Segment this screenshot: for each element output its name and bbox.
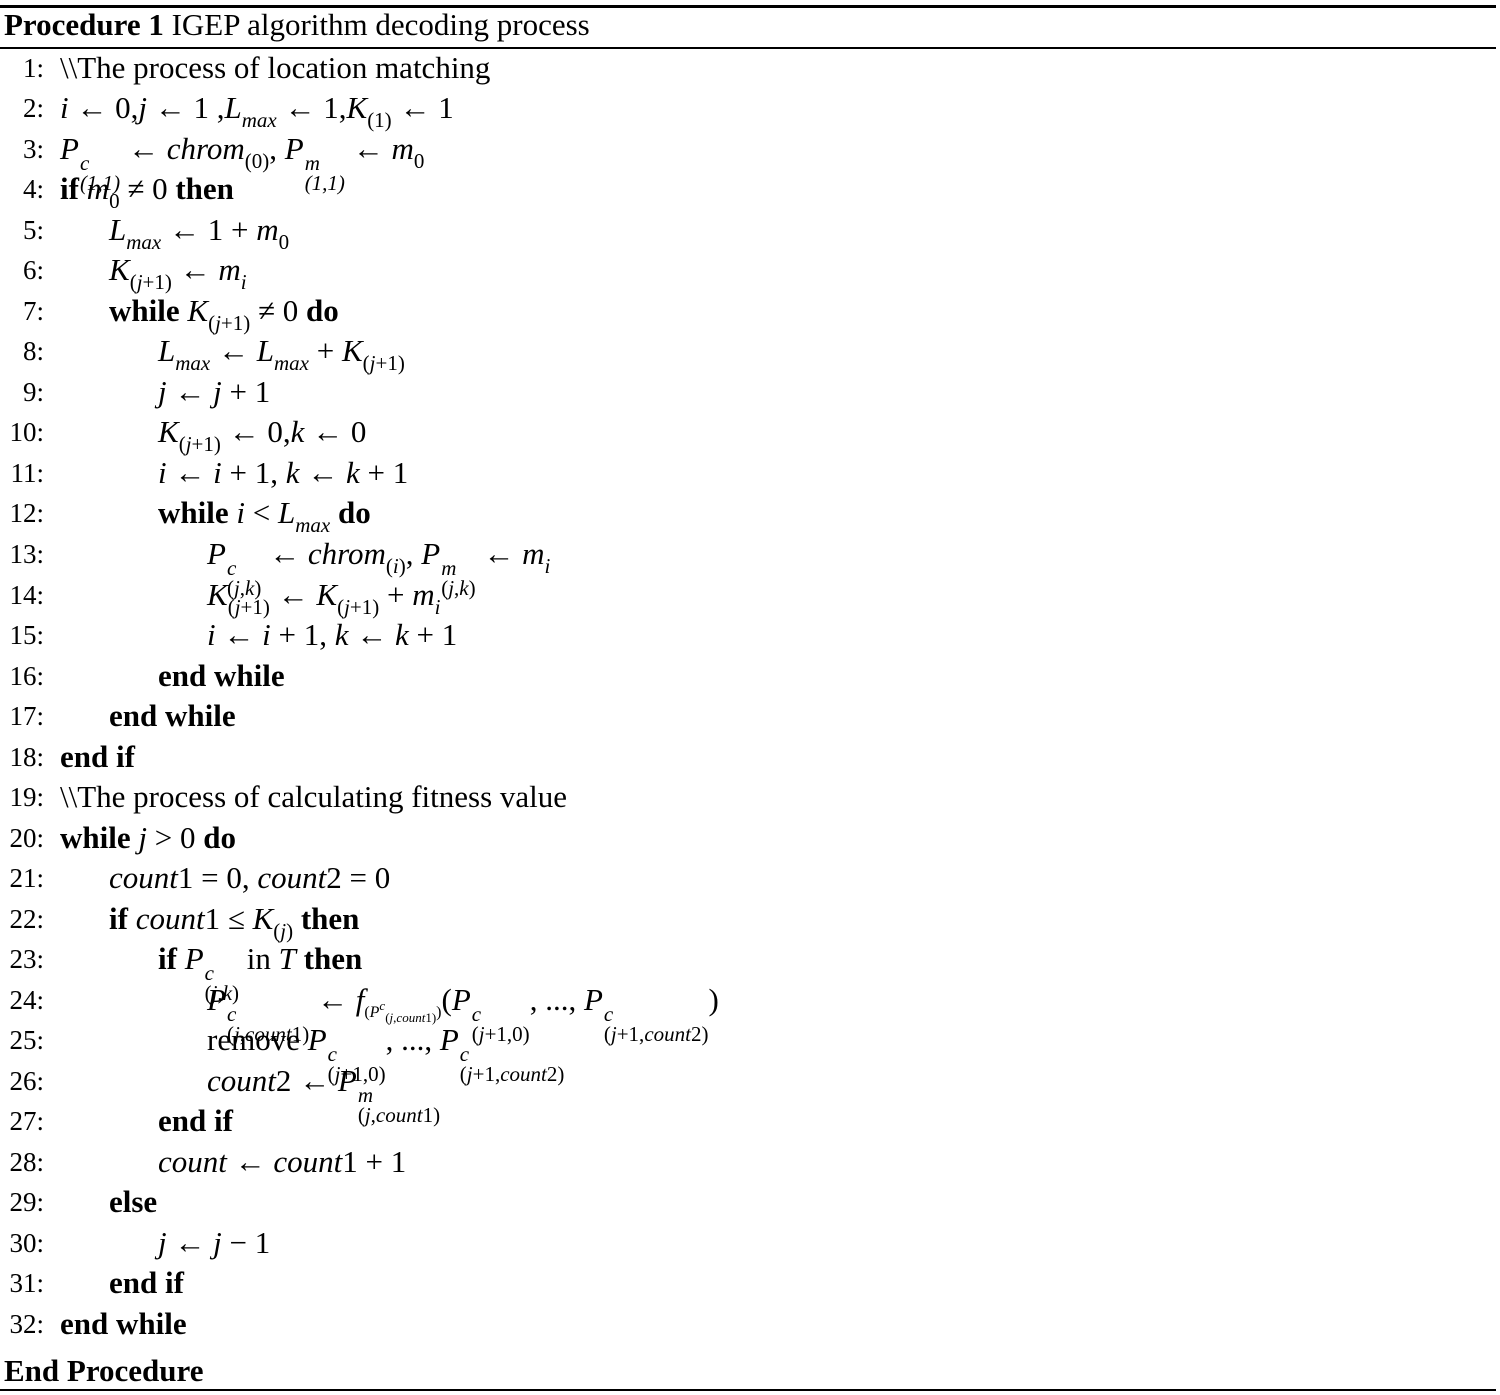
line-number: 8:	[22, 336, 44, 366]
statement: j ← j + 1	[158, 374, 271, 409]
statement: Lmax ← Lmax + K(j+1)	[158, 333, 405, 375]
statement: if m0 ≠ 0 then	[60, 171, 234, 213]
comment-location-matching: \\The process of location matching	[60, 50, 491, 85]
line-number: 11:	[10, 458, 45, 488]
line-number: 20:	[9, 823, 44, 853]
top-rule	[0, 5, 1496, 8]
line-number: 19:	[9, 782, 44, 812]
statement: K(j+1) ← K(j+1) + mi	[207, 577, 441, 619]
line-number: 13:	[9, 539, 44, 569]
line-number: 29:	[9, 1187, 44, 1217]
line-number: 17:	[9, 701, 44, 731]
statement: Lmax ← 1 + m0	[109, 212, 290, 254]
line-number: 5:	[22, 215, 44, 245]
line-number: 30:	[9, 1228, 44, 1258]
header-rule	[0, 47, 1496, 49]
statement: else	[109, 1184, 158, 1219]
line-number: 2:	[22, 93, 44, 123]
line-number: 25:	[9, 1025, 44, 1055]
line-number: 10:	[9, 417, 44, 447]
statement: end if	[158, 1103, 233, 1138]
line-number: 18:	[9, 742, 44, 772]
statement: count ← count1 + 1	[158, 1144, 407, 1179]
line-number: 12:	[9, 498, 44, 528]
statement: while K(j+1) ≠ 0 do	[109, 293, 339, 335]
line-number: 15:	[9, 620, 44, 650]
statement: i ← i + 1, k ← k + 1	[158, 455, 409, 490]
statement: end if	[60, 739, 135, 774]
statement: j ← j − 1	[158, 1225, 271, 1260]
statement: count1 = 0, count2 = 0	[109, 860, 391, 895]
line-number: 24:	[9, 985, 44, 1015]
procedure-title: IGEP algorithm decoding process	[171, 7, 590, 42]
procedure-header: Procedure 1 IGEP algorithm decoding proc…	[4, 6, 590, 44]
line-number: 32:	[9, 1309, 44, 1339]
statement: while i < Lmax do	[158, 495, 371, 537]
statement: end while	[158, 658, 285, 693]
line-number: 16:	[9, 661, 44, 691]
statement: end while	[109, 698, 236, 733]
line-number: 1:	[22, 53, 44, 83]
line-number: 6:	[22, 255, 44, 285]
line-number: 7:	[22, 296, 44, 326]
statement: while j > 0 do	[60, 820, 236, 855]
line-number: 23:	[9, 944, 44, 974]
line-number: 3:	[22, 134, 44, 164]
line-number: 31:	[9, 1268, 44, 1298]
line-number: 21:	[9, 863, 44, 893]
statement: K(j+1) ← mi	[109, 252, 247, 294]
end-procedure-label: End Procedure	[4, 1353, 204, 1388]
line-number: 22:	[9, 904, 44, 934]
line-number: 27:	[9, 1106, 44, 1136]
statement: end while	[60, 1306, 187, 1341]
comment-fitness-value: \\The process of calculating fitness val…	[60, 779, 568, 814]
line-number: 4:	[22, 174, 44, 204]
line-number: 9:	[22, 377, 44, 407]
line-number: 26:	[9, 1066, 44, 1096]
statement: end if	[109, 1265, 184, 1300]
line-number: 28:	[9, 1147, 44, 1177]
statement: i ← i + 1, k ← k + 1	[207, 617, 458, 652]
line-number: 14:	[9, 580, 44, 610]
statement: if count1 ≤ K(j) then	[109, 901, 360, 943]
statement: i ← 0,j ← 1 ,Lmax ← 1,K(1) ← 1	[60, 90, 454, 132]
statement: K(j+1) ← 0,k ← 0	[158, 414, 367, 456]
bottom-rule	[0, 1389, 1496, 1391]
procedure-label: Procedure 1	[4, 7, 164, 42]
